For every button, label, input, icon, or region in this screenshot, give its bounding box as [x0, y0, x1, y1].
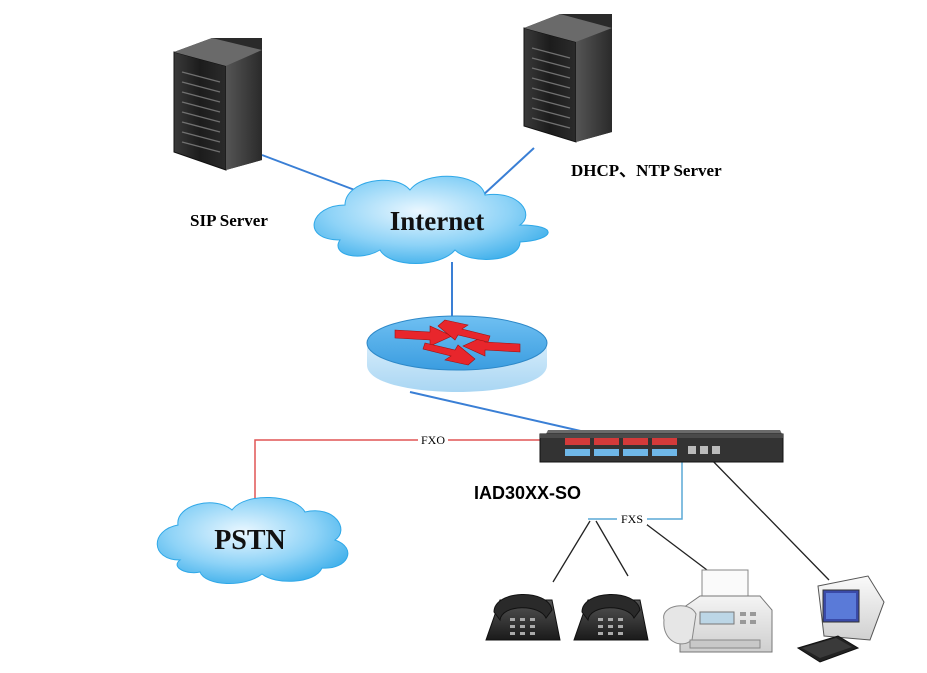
pstn-cloud-icon [156, 497, 349, 585]
phone-icon [485, 594, 561, 641]
pc-link [705, 453, 830, 581]
router-device-link [409, 391, 586, 433]
fax-machine-icon [663, 569, 773, 653]
device-label: IAD30XX-SO [474, 483, 581, 503]
phone-icon [573, 594, 649, 641]
dhcp-server-link [481, 147, 535, 197]
pstn-label: PSTN [214, 525, 286, 556]
connections [254, 147, 830, 583]
iad-ports [565, 438, 720, 456]
sip-server-icon [173, 38, 262, 171]
computer-icon [796, 575, 885, 663]
internet-cloud-icon [313, 175, 549, 264]
internet-label: Internet [390, 206, 484, 236]
fxo-label: FXO [421, 433, 445, 447]
fxs-phone1-link [552, 520, 591, 583]
fxs-fax-link [645, 523, 708, 571]
fxs-link [588, 455, 683, 520]
sip-server-label: SIP Server [190, 211, 268, 230]
fxo-link [254, 439, 548, 505]
sip-server-link [261, 154, 369, 196]
fxs-label: FXS [621, 512, 643, 526]
fxs-phone2-link [595, 520, 629, 577]
dhcp-ntp-server-icon [523, 14, 612, 143]
dhcp-ntp-server-label: DHCP、NTP Server [571, 161, 722, 180]
router-icon [366, 315, 548, 392]
iad-device-icon [539, 430, 784, 463]
